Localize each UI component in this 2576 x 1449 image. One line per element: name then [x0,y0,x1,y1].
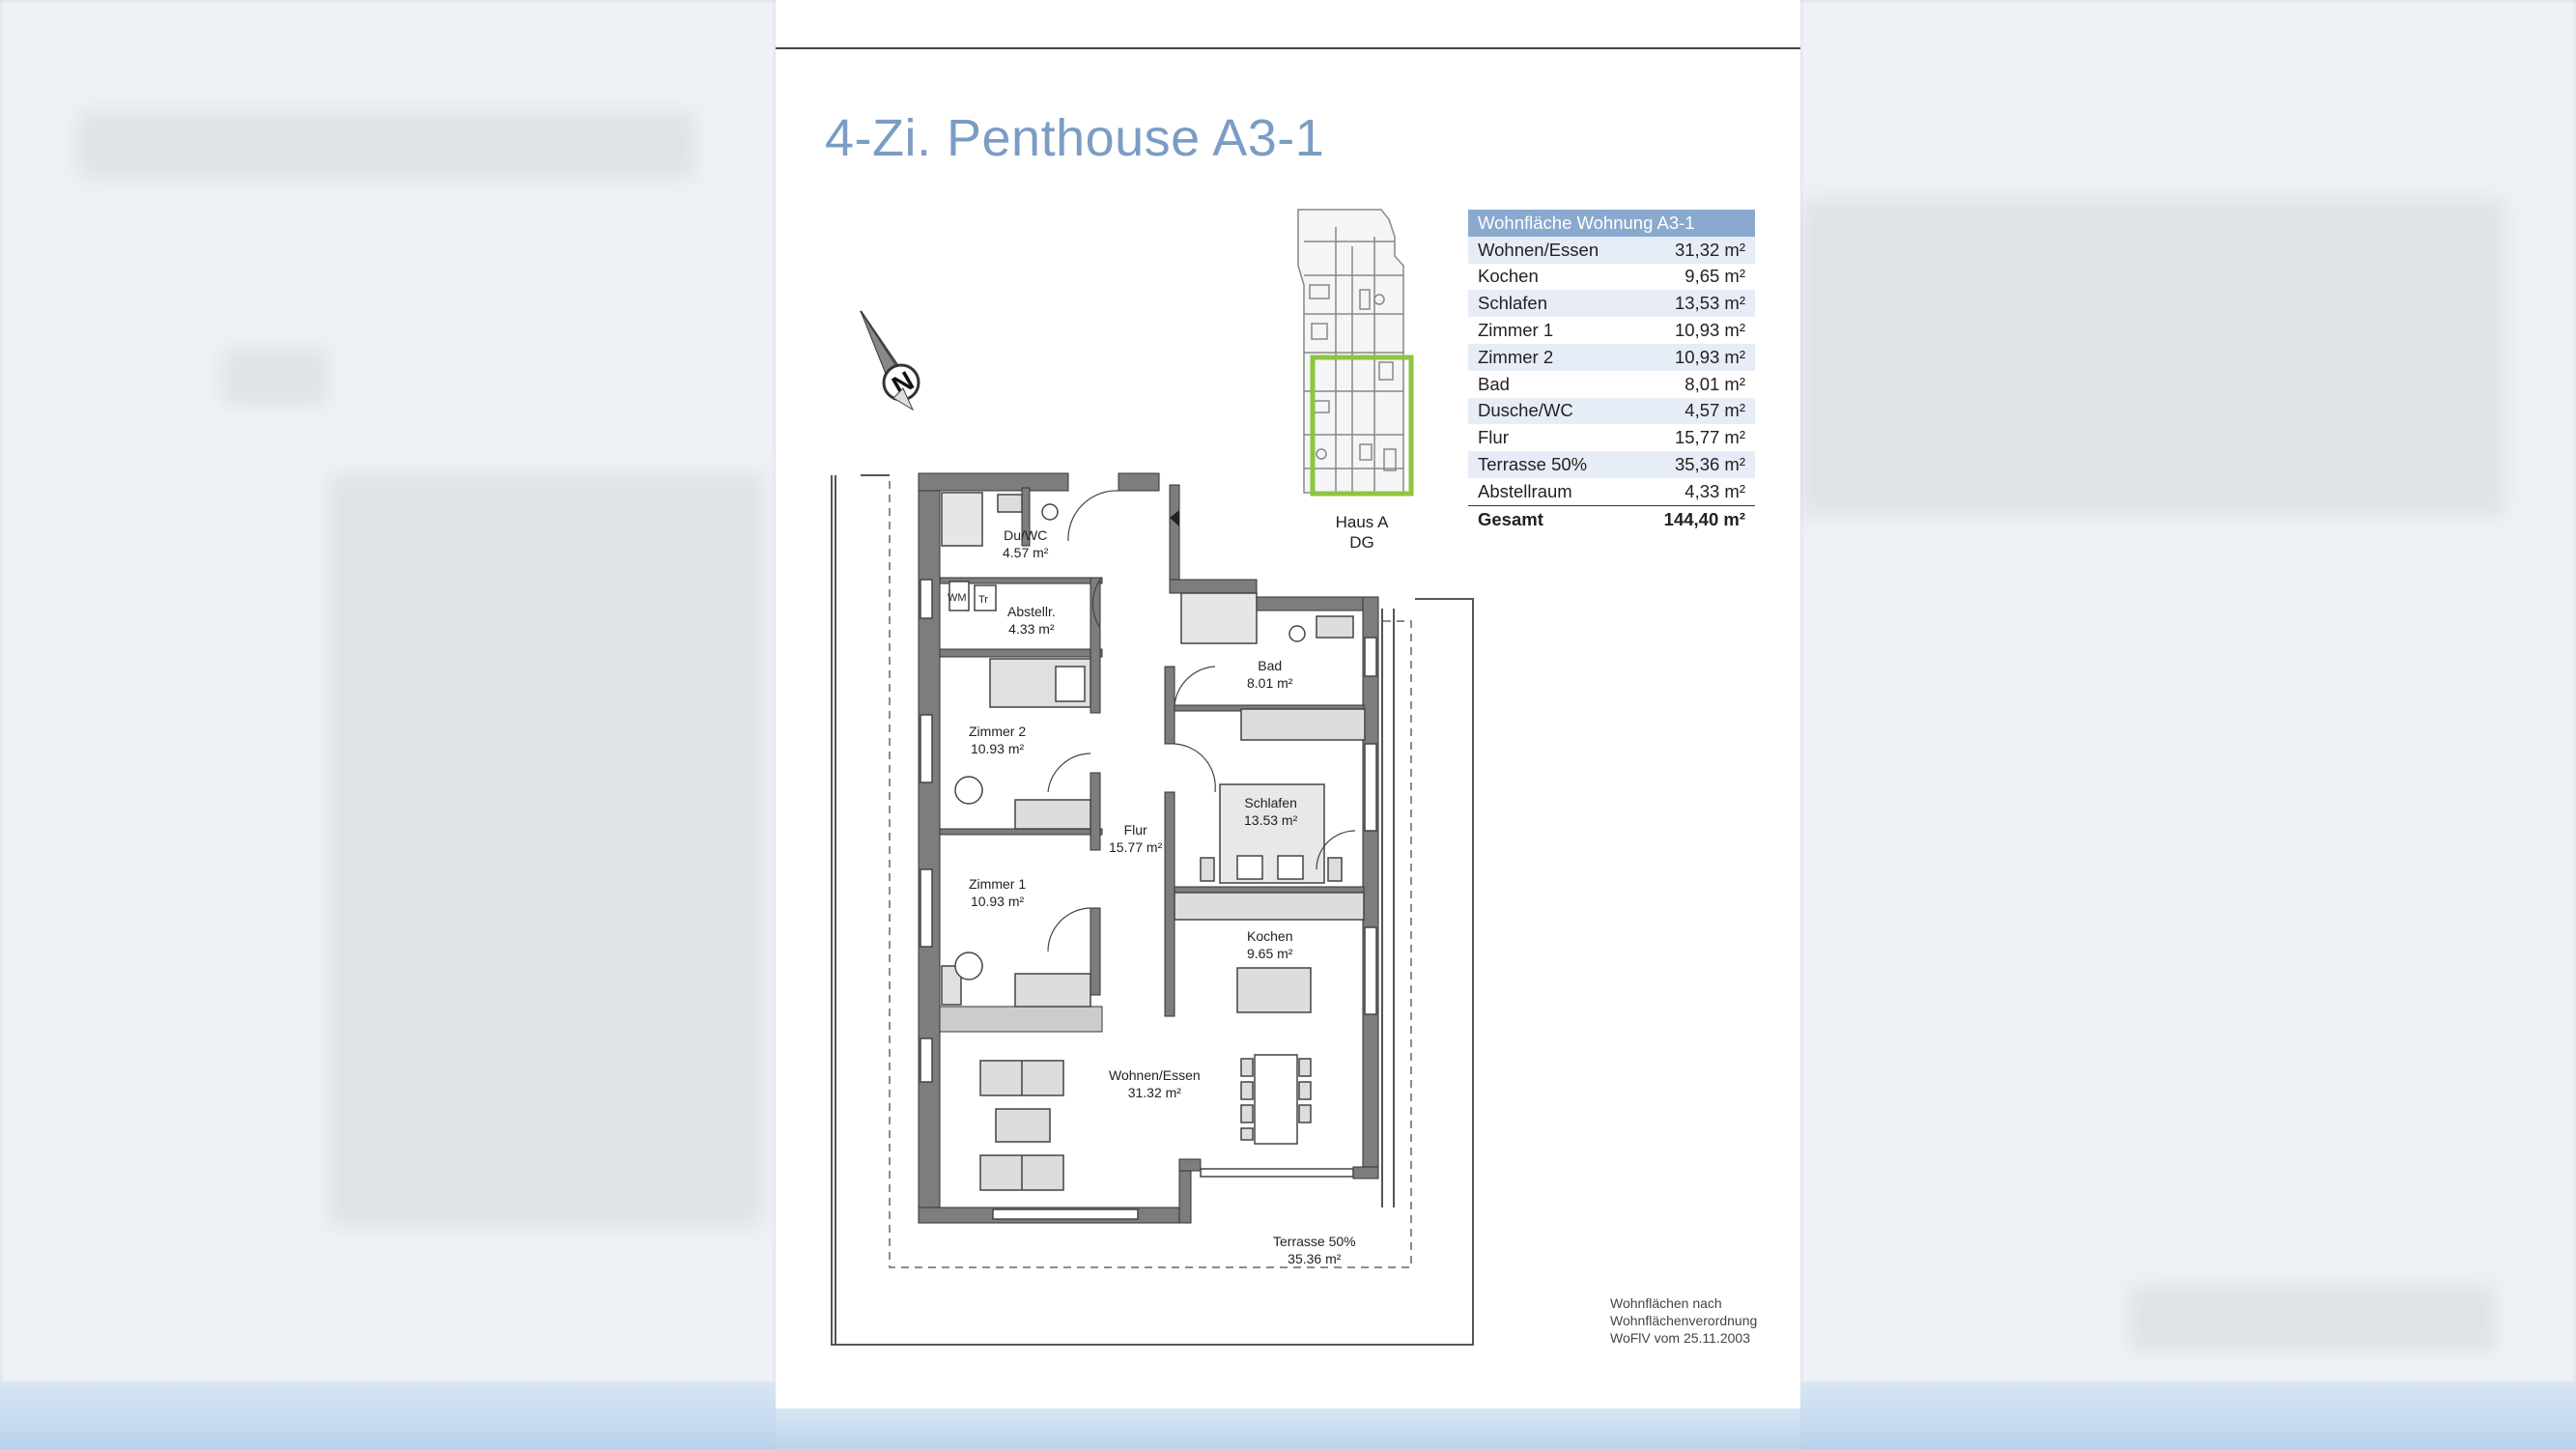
row-name: Abstellraum [1478,480,1572,501]
blurred-compass [222,348,328,406]
blurred-table [1800,198,2505,517]
terrace-outline [831,474,1474,1346]
room-name: Wohnen/Essen [1109,1067,1201,1083]
windows [920,579,1377,1220]
room-name: Terrasse 50% [1273,1234,1356,1249]
room-name: Bad [1258,658,1283,673]
room-abstellr: Abstellr. 4.33 m² [1007,603,1056,638]
table-row: Flur 15,77 m² [1468,424,1755,451]
floor-plan-page: 4-Zi. Penthouse A3-1 Wohnfläche Wohnung … [776,0,1800,1449]
room-kochen: Kochen 9.65 m² [1247,927,1292,962]
page-bottom-band [776,1408,1800,1449]
row-name: Zimmer 2 [1468,343,1635,371]
note-line: WoFlV vom 25.11.2003 [1610,1330,1751,1346]
room-area: 8.01 m² [1247,675,1293,691]
area-regulation-note: Wohnflächen nach Wohnflächenverordnung W… [1610,1294,1757,1347]
row-name: Schlafen [1468,290,1635,318]
room-name: Abstellr. [1007,604,1056,619]
room-area: 4.33 m² [1008,621,1055,637]
room-schlafen: Schlafen 13.53 m² [1244,794,1297,829]
blurred-plan [328,473,763,1227]
table-row: Bad 8,01 m² [1468,371,1755,398]
room-area: 10.93 m² [970,894,1025,909]
table-row: Kochen 9,65 m² [1468,264,1755,291]
room-area: 31.32 m² [1127,1085,1181,1100]
key-plan [1297,209,1414,497]
total-value: 144,40 m² [1634,504,1755,533]
note-line: Wohnflächenverordnung [1610,1313,1758,1328]
compass: N [860,310,920,412]
blurred-note [2129,1285,2496,1352]
room-zimmer2: Zimmer 2 10.93 m² [969,723,1026,757]
key-plan-house: Haus A [1335,513,1389,531]
table-row: Abstellraum 4,33 m² [1468,478,1755,505]
room-wohnen-essen: Wohnen/Essen 31.32 m² [1109,1066,1201,1101]
row-name: Bad [1478,373,1510,394]
terrace-dashed-line [889,481,1412,1268]
row-value: 8,01 m² [1684,373,1745,394]
table-row: Zimmer 1 10,93 m² [1468,317,1755,344]
row-value: 35,36 m² [1634,451,1755,478]
room-name: Schlafen [1244,795,1297,810]
row-value: 15,77 m² [1674,427,1745,448]
room-name: Zimmer 2 [969,724,1027,739]
page-title: 4-Zi. Penthouse A3-1 [825,109,1325,167]
room-area: 9.65 m² [1247,946,1293,961]
key-plan-floor: DG [1349,533,1374,552]
room-name: Du/WC [1004,527,1048,543]
floor-plan [831,472,1474,1346]
room-name: Zimmer 1 [969,876,1027,892]
furniture [941,492,1366,1191]
row-name: Dusche/WC [1468,397,1635,425]
room-area: 10.93 m² [970,741,1025,756]
row-name: Flur [1478,427,1509,448]
room-name: Flur [1123,822,1147,838]
room-area: 35.36 m² [1288,1251,1342,1266]
label-tr: Tr [978,594,988,606]
row-name: Kochen [1478,266,1539,287]
walls [918,472,1379,1224]
blurred-heading [77,111,695,179]
row-value: 10,93 m² [1674,320,1745,341]
row-value: 10,93 m² [1634,343,1755,371]
key-plan-highlight [1310,355,1414,497]
background-right [1800,0,2576,1449]
room-area: 13.53 m² [1244,812,1298,828]
row-name: Terrasse 50% [1468,451,1635,478]
door-swings [1047,490,1356,952]
row-value: 4,57 m² [1634,397,1755,425]
label-wm: WM [948,592,967,604]
entrance-arrow [1170,510,1179,526]
background-left [0,0,776,1449]
room-area: 4.57 m² [1003,545,1049,560]
room-terrasse: Terrasse 50% 35.36 m² [1273,1233,1356,1267]
table-row: Terrasse 50%35,36 m² [1468,451,1755,478]
note-line: Wohnflächen nach [1610,1295,1722,1311]
room-name: Kochen [1247,928,1293,944]
total-name: Gesamt [1468,504,1635,533]
row-value: 9,65 m² [1684,266,1745,287]
room-area: 15.77 m² [1109,839,1163,855]
row-value: 31,32 m² [1634,236,1755,264]
top-rule [776,47,1800,49]
row-value: 13,53 m² [1634,290,1755,318]
exterior-lines [1381,609,1395,1208]
area-table-header: Wohnfläche Wohnung A3-1 [1468,210,1755,237]
room-zimmer1: Zimmer 1 10.93 m² [969,875,1026,910]
row-value: 4,33 m² [1684,480,1745,501]
room-du-wc: Du/WC 4.57 m² [1003,526,1048,561]
room-bad: Bad 8.01 m² [1247,657,1292,692]
row-name: Wohnen/Essen [1468,236,1635,264]
row-name: Zimmer 1 [1478,320,1554,341]
